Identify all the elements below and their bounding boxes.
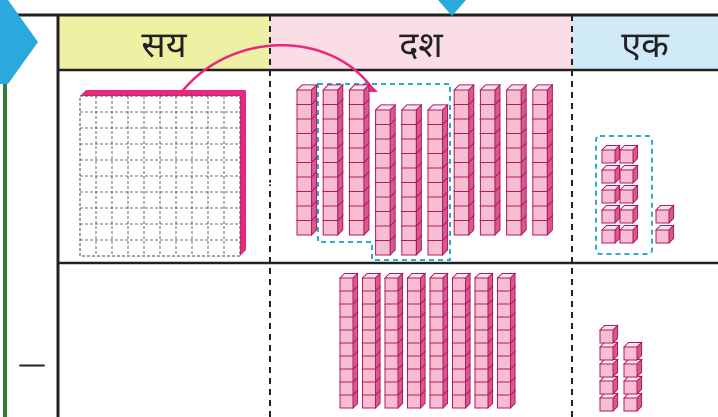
tens-rod	[496, 272, 517, 410]
minus-sign: —	[18, 347, 46, 380]
ones-cube	[618, 204, 639, 225]
tens-rod	[479, 83, 502, 237]
ones-cube	[598, 375, 619, 396]
tens-rod	[383, 272, 404, 410]
tens-rod	[321, 83, 344, 237]
tens-rod	[473, 272, 494, 410]
hundreds-header: सय	[141, 24, 187, 66]
tens-rod	[531, 83, 554, 237]
bottom-ones-cubes	[598, 324, 643, 413]
ones-header: एक	[621, 24, 669, 66]
tens-rod	[338, 272, 359, 410]
tens-rod	[295, 83, 318, 237]
tens-rod	[400, 103, 423, 257]
ones-cube	[622, 375, 643, 396]
ones-cube	[618, 184, 639, 205]
ones-cube	[618, 144, 639, 165]
step-marker-icon	[0, 0, 38, 84]
ones-cube	[600, 144, 621, 165]
hundreds-header-bg	[58, 16, 270, 70]
tens-rod	[426, 103, 449, 257]
ones-cube	[598, 392, 619, 413]
ones-cube	[600, 164, 621, 185]
ones-header-bg	[572, 16, 718, 70]
ones-cube	[618, 224, 639, 245]
tens-rod	[406, 272, 427, 410]
step-marker-label: ग	[264, 178, 276, 199]
top-ones-cubes	[600, 144, 675, 245]
ones-cube	[654, 224, 675, 245]
tens-rod	[452, 83, 475, 237]
tens-rod	[348, 83, 371, 237]
ones-cube	[598, 324, 619, 345]
tens-header: दश	[399, 24, 443, 66]
tens-header-bg	[270, 16, 572, 70]
ones-cube	[598, 341, 619, 362]
tens-rod	[505, 83, 528, 237]
tens-rod	[361, 272, 382, 410]
ones-cube	[598, 358, 619, 379]
left-margin-border	[3, 0, 7, 417]
ones-cube	[654, 204, 675, 225]
down-arrow-icon	[438, 0, 466, 16]
regroup-arrow	[179, 44, 374, 95]
ones-cube	[618, 164, 639, 185]
top-tens-rods	[295, 83, 554, 257]
tens-rod	[374, 103, 397, 257]
ones-cube	[622, 341, 643, 362]
bottom-tens-rods	[338, 272, 517, 410]
hundred-flat	[79, 90, 246, 257]
ones-cube	[600, 204, 621, 225]
ones-cube	[600, 224, 621, 245]
ones-cube	[600, 184, 621, 205]
tens-rod	[428, 272, 449, 410]
ones-cube	[622, 392, 643, 413]
tens-rod	[451, 272, 472, 410]
ones-cube	[622, 358, 643, 379]
ones-group-highlight	[595, 135, 653, 255]
